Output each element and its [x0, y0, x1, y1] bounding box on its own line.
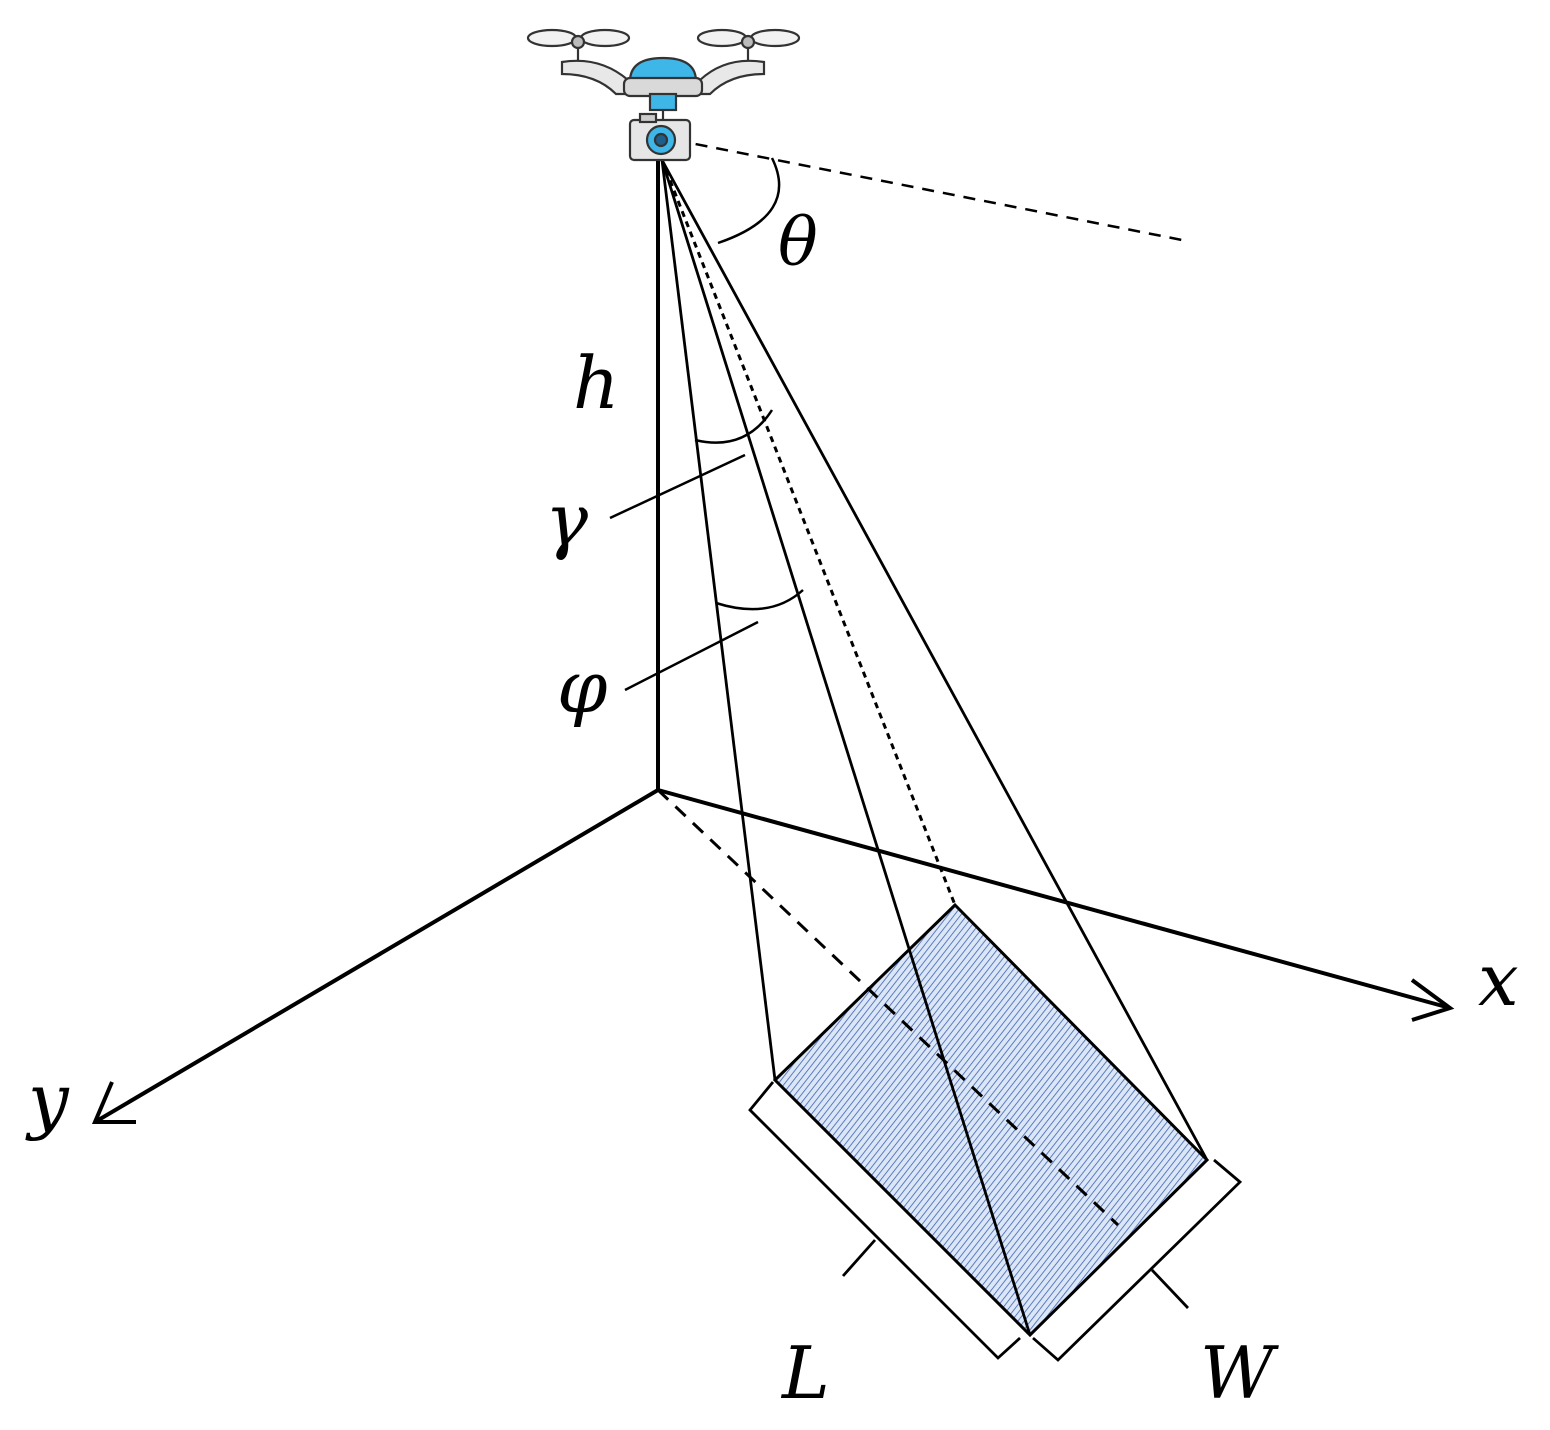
ground-center-dashed-line [656, 788, 1120, 1227]
gamma-label: γ [545, 478, 589, 562]
x-axis-label: x [1478, 938, 1519, 1022]
height-label: h [573, 341, 619, 425]
field-of-view-lines [660, 159, 1209, 1336]
drone-icon [526, 28, 801, 120]
width-label: W [1200, 1331, 1279, 1415]
gamma-angle-arc [694, 409, 774, 444]
camera-icon [628, 112, 692, 162]
phi-leader-line [624, 620, 759, 692]
theta-angle-arc [717, 157, 781, 245]
phi-label: φ [557, 645, 608, 729]
y-axis [93, 788, 660, 1124]
x-axis-arrowhead [1410, 978, 1455, 1022]
horizontal-reference-line [674, 138, 1183, 242]
width-dimension-bracket [1032, 1158, 1243, 1362]
theta-label: θ [778, 204, 818, 281]
phi-angle-arc [715, 589, 804, 611]
gamma-leader-line [609, 453, 746, 520]
y-axis-label: y [25, 1058, 70, 1142]
length-label: L [780, 1331, 830, 1415]
x-axis [657, 788, 1451, 1010]
optical-axis-dashed [660, 159, 957, 906]
length-dimension-bracket [748, 1081, 1021, 1360]
coordinate-axes [91, 160, 1455, 1124]
y-axis-arrowhead [91, 1081, 136, 1124]
camera-footprint-area [772, 902, 1210, 1338]
